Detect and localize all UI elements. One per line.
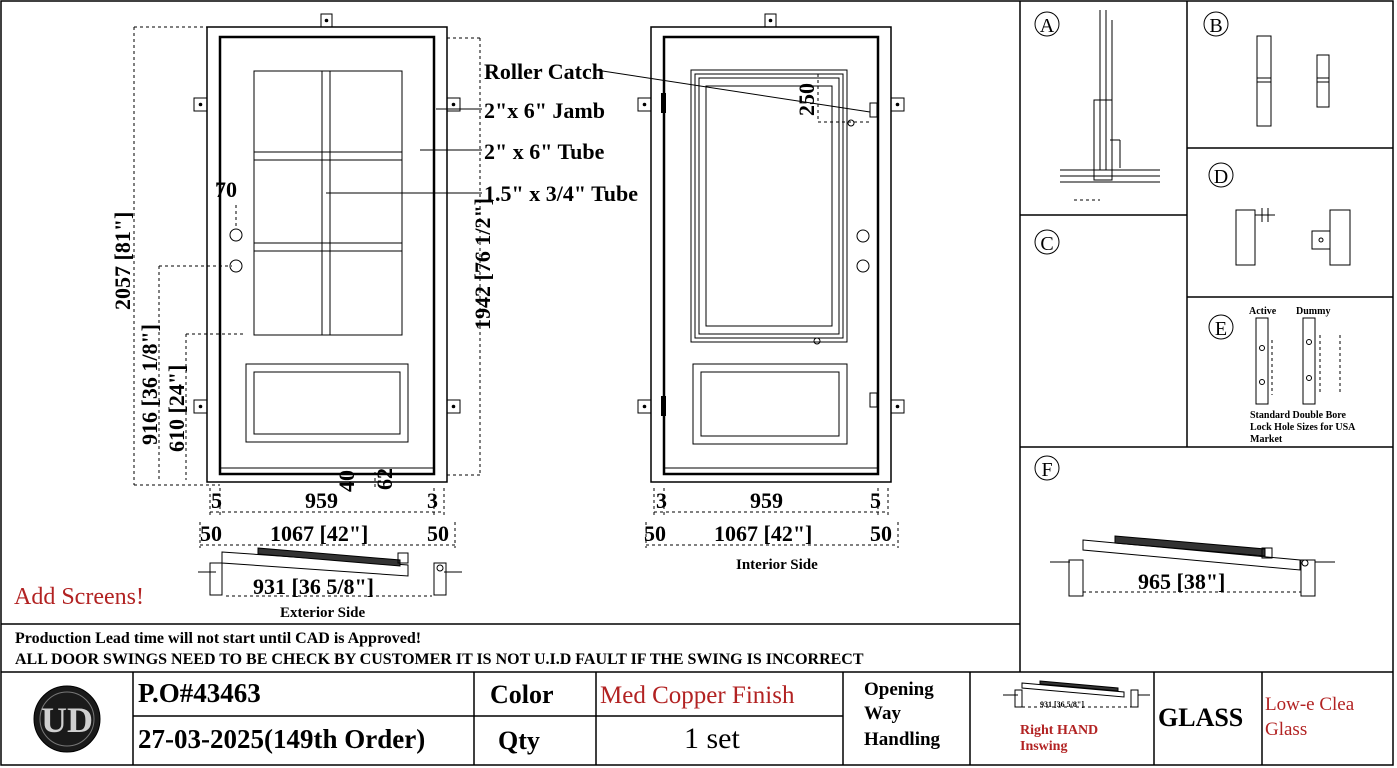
detail-c: C — [1034, 229, 1060, 255]
annotation-small-tube: 1.5" x 3/4" Tube — [484, 181, 638, 206]
glass-value-2: Glass — [1265, 719, 1307, 740]
exterior-dimensions — [133, 26, 481, 548]
detail-f: F — [1034, 455, 1335, 597]
qty-label: Qty — [498, 726, 540, 755]
int-jamb-frame — [650, 26, 892, 483]
swing-mini-dim: 931 [36 5/8"] — [1040, 700, 1084, 709]
detail-d: D — [1208, 162, 1351, 266]
int-lock-bore-lower — [856, 259, 870, 273]
detail-a: A — [1034, 10, 1160, 201]
opening-label-2: Way — [864, 703, 901, 724]
ext-dim-jamb-left: 50 — [200, 521, 222, 546]
detail-c-badge — [1034, 229, 1060, 255]
int-caption: Interior Side — [736, 557, 818, 573]
detail-a-badge — [1034, 11, 1060, 37]
annotation-roller-catch: Roller Catch — [484, 59, 604, 84]
ext-lock-bore-upper — [229, 228, 243, 242]
ext-dim-jamb-right: 50 — [427, 521, 449, 546]
swing-warning-note: ALL DOOR SWINGS NEED TO BE CHECK BY CUST… — [15, 651, 864, 668]
ext-dim-total: 1067 [42"] — [270, 521, 368, 546]
ext-door-slab — [218, 35, 436, 476]
ext-jamb-frame — [206, 26, 448, 483]
lead-time-note: Production Lead time will not start unti… — [15, 630, 421, 647]
interior-door-elevation — [637, 13, 905, 483]
ext-dim-40: 40 — [334, 470, 359, 492]
detail-f-badge — [1034, 455, 1060, 481]
detail-panel-grid — [1020, 1, 1393, 448]
ext-dim-lock-610: 610 [24"] — [164, 365, 189, 452]
opening-label-1: Opening — [864, 679, 934, 700]
ext-lock-bore-lower — [229, 259, 243, 273]
int-dim-width: 959 — [750, 488, 783, 513]
qty-value: 1 set — [684, 722, 740, 755]
detail-e-note-3: Market — [1250, 434, 1283, 445]
swing-mini-plan — [1003, 680, 1150, 708]
detail-c-label: C — [1040, 233, 1053, 255]
ext-dim-width: 959 — [305, 488, 338, 513]
int-lock-bore-upper — [856, 229, 870, 243]
detail-a-label: A — [1040, 15, 1055, 37]
detail-d-badge — [1208, 162, 1234, 188]
logo-text: UD — [41, 700, 93, 740]
glass-value-1: Low-e Clea — [1265, 694, 1355, 715]
detail-f-label: F — [1041, 459, 1052, 481]
detail-f-dim: 965 [38"] — [1138, 569, 1225, 594]
detail-e-label: E — [1215, 318, 1227, 340]
ext-dim-70: 70 — [215, 177, 237, 202]
ext-kick-panel — [245, 363, 409, 443]
order-date: 27-03-2025(149th Order) — [138, 724, 425, 754]
int-dim-jamb-left: 50 — [644, 521, 666, 546]
detail-e-badge — [1208, 314, 1234, 340]
exterior-plan-view — [198, 547, 462, 597]
detail-e-active: Active — [1249, 306, 1277, 317]
color-value: Med Copper Finish — [600, 682, 795, 709]
ext-dim-height: 2057 [81"] — [110, 212, 135, 310]
add-screens-note: Add Screens! — [14, 584, 144, 610]
detail-e-note-2: Lock Hole Sizes for USA — [1250, 422, 1356, 433]
detail-d-label: D — [1214, 166, 1228, 188]
ext-caption: Exterior Side — [280, 605, 365, 621]
int-door-slab — [662, 35, 880, 476]
ext-dim-62: 62 — [372, 468, 397, 490]
company-logo: UD — [33, 685, 101, 753]
int-kick-panel — [692, 363, 848, 445]
ext-dim-lock-916: 916 [36 1/8"] — [137, 324, 162, 445]
int-dim-250: 250 — [794, 83, 819, 116]
detail-e: E Active Dummy Standard Double Bore Lock… — [1208, 306, 1356, 445]
int-dim-right: 5 — [870, 488, 881, 513]
int-dim-total: 1067 [42"] — [714, 521, 812, 546]
int-glass-frame — [690, 69, 848, 343]
annotation-tube: 2" x 6" Tube — [484, 139, 605, 164]
ext-dim-inner-height: 1942 [76 1/2"] — [470, 198, 495, 330]
po-number: P.O#43463 — [138, 678, 261, 708]
detail-b-badge — [1203, 11, 1229, 37]
detail-e-dummy: Dummy — [1296, 306, 1330, 317]
ext-dim-left: 5 — [211, 488, 222, 513]
int-dim-jamb-right: 50 — [870, 521, 892, 546]
ext-top-anchor-tab — [320, 13, 333, 28]
annotation-jamb: 2"x 6" Jamb — [484, 98, 605, 123]
ext-glass-panel — [253, 70, 403, 336]
ext-dim-clear: 931 [36 5/8"] — [253, 574, 374, 599]
detail-b: B — [1203, 11, 1330, 127]
title-block — [1, 671, 1393, 765]
ext-dim-right: 3 — [427, 488, 438, 513]
exterior-door-elevation — [193, 13, 461, 483]
detail-e-note-1: Standard Double Bore — [1250, 410, 1347, 421]
int-dim-left: 3 — [656, 488, 667, 513]
swing-value-2: Inswing — [1020, 739, 1067, 754]
interior-dimensions — [645, 74, 899, 548]
opening-label-3: Handling — [864, 729, 941, 750]
detail-b-label: B — [1209, 15, 1222, 37]
glass-label: GLASS — [1158, 703, 1243, 732]
color-label: Color — [490, 680, 554, 709]
swing-value-1: Right HAND — [1020, 723, 1098, 738]
